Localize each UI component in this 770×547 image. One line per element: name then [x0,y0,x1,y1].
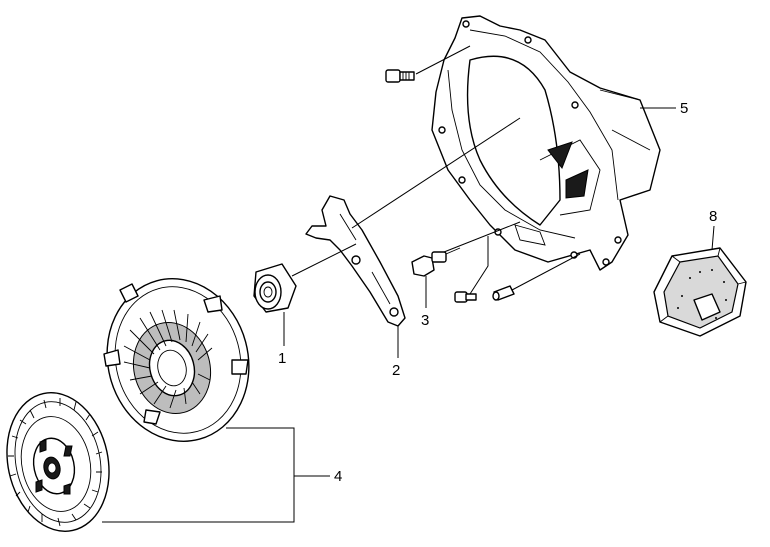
release-fork[interactable] [305,195,406,327]
clutch-disc[interactable] [0,383,121,541]
dowel-pin[interactable] [492,285,515,301]
rubber-mount[interactable] [653,247,747,337]
pivot-stud[interactable] [411,247,461,277]
callout-1: 1 [278,350,286,367]
callout-labels: 1 2 3 4 5 8 [278,100,717,485]
bell-housing[interactable] [431,15,661,271]
callout-4: 4 [334,468,342,485]
callout-2: 2 [392,362,400,379]
callout-8: 8 [709,208,717,225]
bolt-top[interactable] [385,69,415,83]
bolt-lower[interactable] [454,291,477,303]
release-bearing[interactable] [253,263,297,313]
callout-3: 3 [421,312,429,329]
pressure-plate[interactable] [89,263,267,458]
callout-5: 5 [680,100,688,117]
leader-lines [102,45,715,523]
